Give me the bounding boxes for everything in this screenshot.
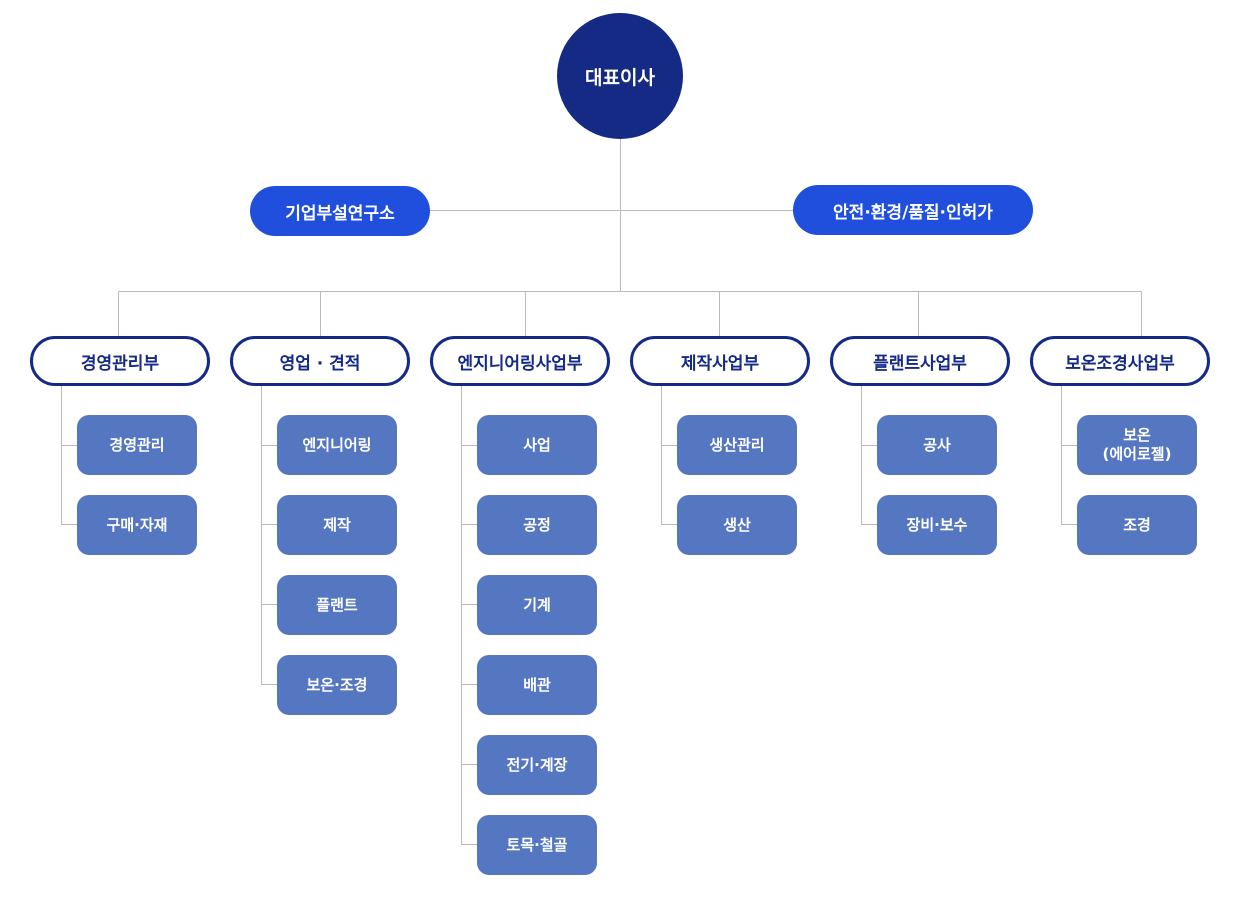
department-node-fabrication: 제작사업부 [630,336,810,386]
team-node: 배관 [477,655,597,715]
department-node-sales: 영업 · 견적 [230,336,410,386]
team-node: 전기·계장 [477,735,597,795]
team-node: 제작 [277,495,397,555]
department-node-insulation-landscape: 보온조경사업부 [1030,336,1210,386]
team-node: 조경 [1077,495,1197,555]
team-node: 생산관리 [677,415,797,475]
team-node: 공정 [477,495,597,555]
team-node: 보온 (에어로젤) [1077,415,1197,475]
safety-quality-node: 안전·환경/품질·인허가 [793,185,1033,235]
team-node: 엔지니어링 [277,415,397,475]
team-node: 사업 [477,415,597,475]
team-node: 토목·철골 [477,815,597,875]
department-node-engineering: 엔지니어링사업부 [430,336,610,386]
team-node: 경영관리 [77,415,197,475]
team-node: 공사 [877,415,997,475]
department-node-plant: 플랜트사업부 [830,336,1010,386]
research-institute-node: 기업부설연구소 [250,186,430,236]
team-node: 생산 [677,495,797,555]
team-node: 보온·조경 [277,655,397,715]
ceo-node: 대표이사 [557,13,683,139]
department-node-management: 경영관리부 [30,336,210,386]
team-node: 장비·보수 [877,495,997,555]
team-node: 플랜트 [277,575,397,635]
team-node: 기계 [477,575,597,635]
team-node: 구매·자재 [77,495,197,555]
